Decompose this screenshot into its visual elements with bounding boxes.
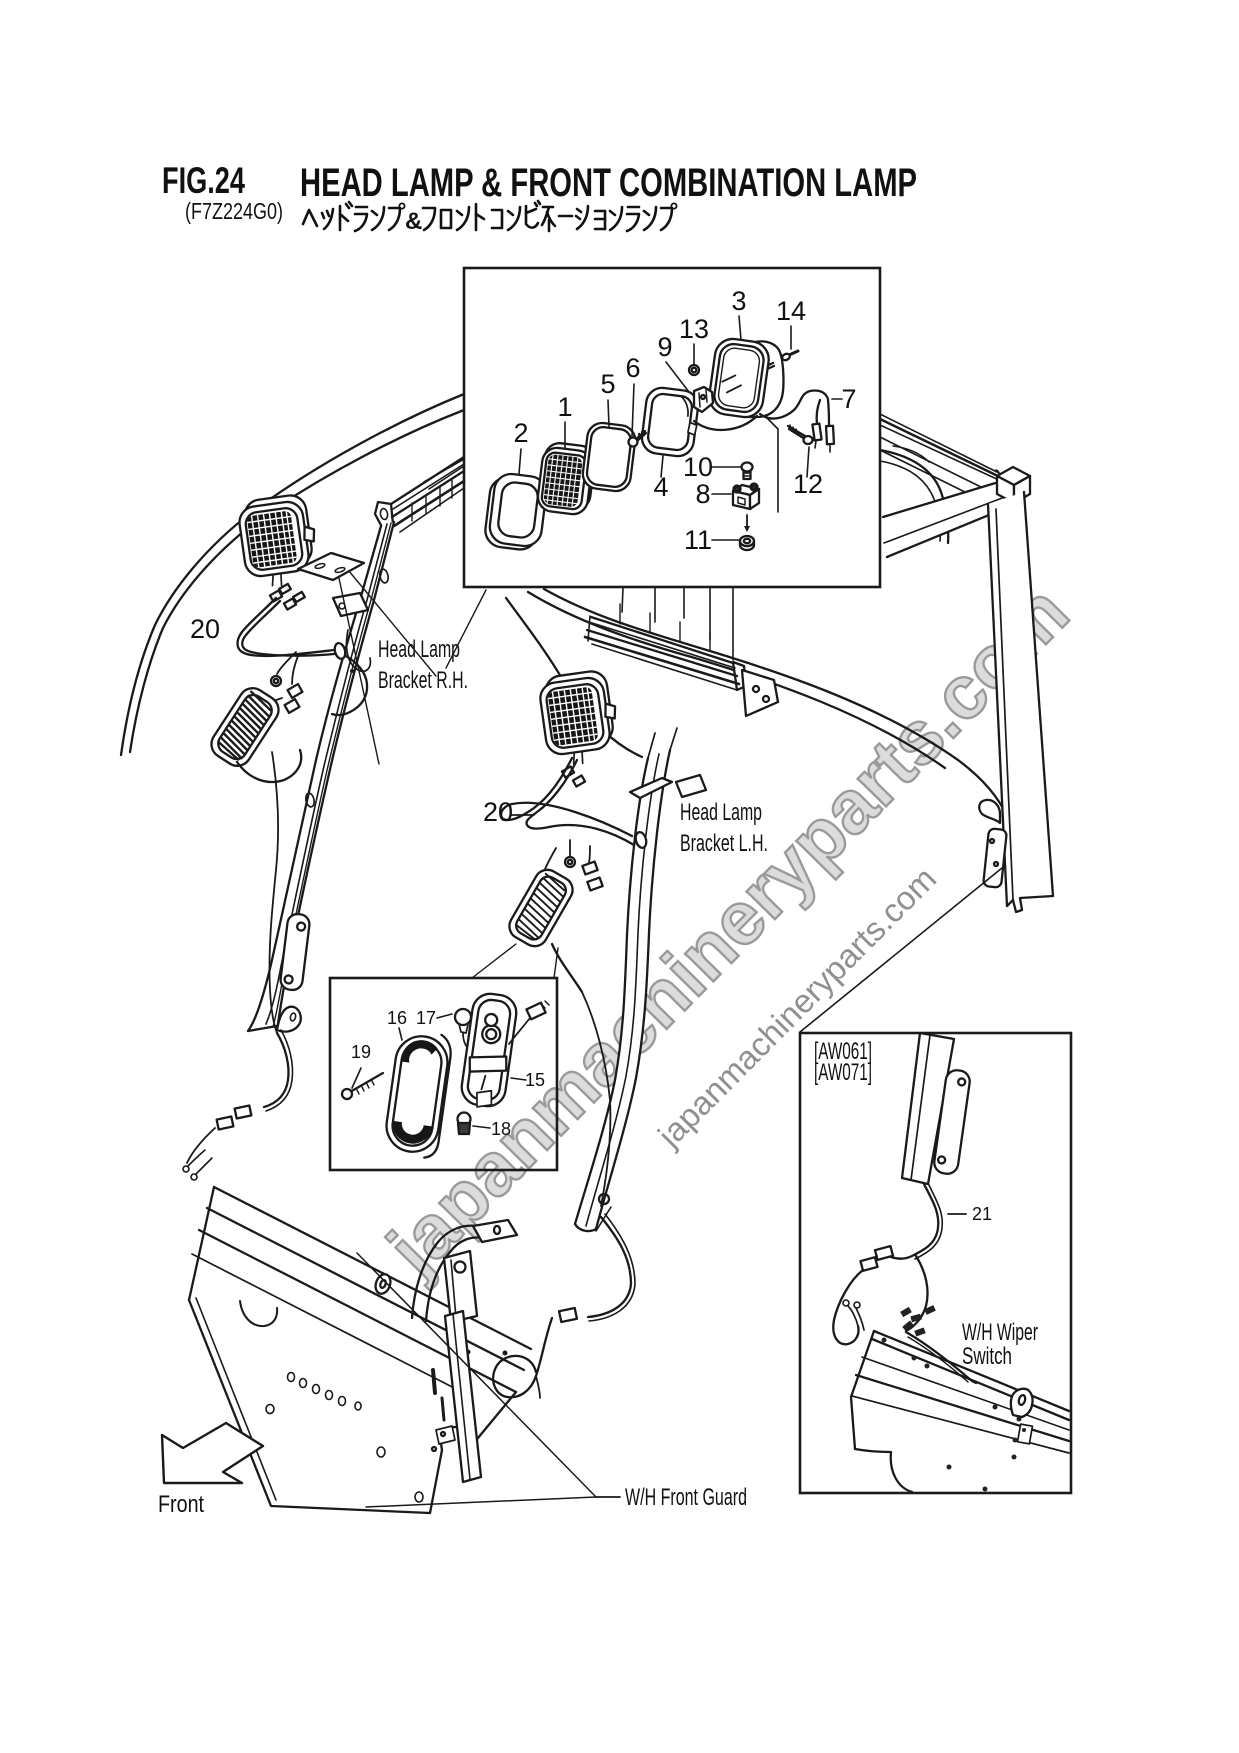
svg-text:13: 13 xyxy=(679,314,709,344)
svg-text:Switch: Switch xyxy=(962,1343,1012,1370)
svg-text:20: 20 xyxy=(190,614,220,644)
svg-text:7: 7 xyxy=(841,384,856,414)
svg-text:HEAD LAMP & FRONT COMBINATION: HEAD LAMP & FRONT COMBINATION LAMP xyxy=(300,161,917,205)
svg-text:18: 18 xyxy=(491,1119,511,1139)
svg-text:20: 20 xyxy=(483,797,513,827)
svg-text:Front: Front xyxy=(158,1491,204,1518)
svg-text:16: 16 xyxy=(387,1008,407,1028)
svg-text:[AW071]: [AW071] xyxy=(814,1059,872,1086)
svg-text:5: 5 xyxy=(600,369,615,399)
svg-text:Head Lamp: Head Lamp xyxy=(680,799,762,826)
svg-text:14: 14 xyxy=(776,296,806,326)
svg-text:W/H Front Guard: W/H Front Guard xyxy=(625,1484,747,1511)
svg-text:3: 3 xyxy=(731,286,746,316)
svg-text:&: & xyxy=(405,208,422,235)
svg-text:15: 15 xyxy=(525,1070,545,1090)
svg-text:12: 12 xyxy=(793,469,823,499)
svg-text:6: 6 xyxy=(625,353,640,383)
svg-text:11: 11 xyxy=(684,525,712,555)
svg-text:8: 8 xyxy=(695,479,710,509)
svg-text:10: 10 xyxy=(683,452,713,482)
svg-text:Head Lamp: Head Lamp xyxy=(378,636,460,663)
svg-text:W/H Wiper: W/H Wiper xyxy=(962,1319,1038,1346)
svg-text:1: 1 xyxy=(557,392,572,422)
svg-text:FIG.24: FIG.24 xyxy=(162,160,245,201)
svg-text:17: 17 xyxy=(416,1008,436,1028)
svg-text:21: 21 xyxy=(972,1204,992,1224)
svg-text:2: 2 xyxy=(513,418,528,448)
svg-text:[AW061]: [AW061] xyxy=(814,1038,872,1065)
svg-text:Bracket L.H.: Bracket L.H. xyxy=(680,830,768,857)
svg-text:19: 19 xyxy=(351,1042,371,1062)
svg-text:Bracket R.H.: Bracket R.H. xyxy=(378,667,468,694)
svg-text:(F7Z224G0): (F7Z224G0) xyxy=(185,198,283,224)
svg-text:4: 4 xyxy=(653,472,668,502)
svg-text:9: 9 xyxy=(657,332,672,362)
